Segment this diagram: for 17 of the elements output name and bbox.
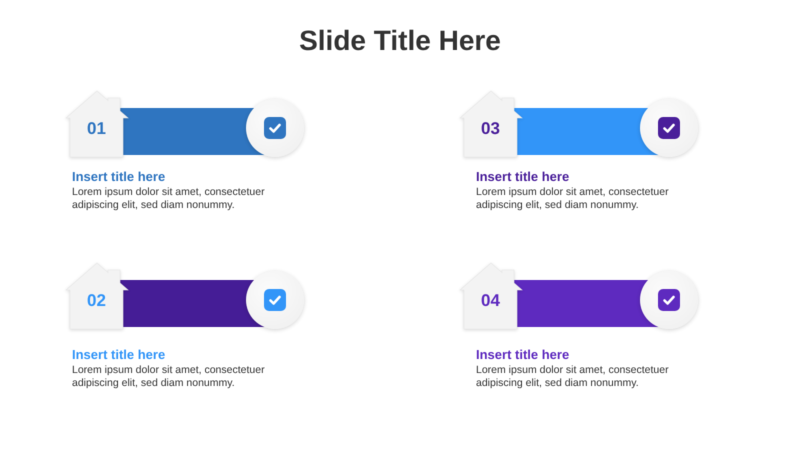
- slide-title: Slide Title Here: [298, 24, 502, 58]
- house-shape: [460, 91, 523, 158]
- item-title: Insert title here: [476, 169, 570, 185]
- item-description: Lorem ipsum dolor sit amet, consectetuer adipiscing elit, sed diam nonummy.: [476, 364, 670, 390]
- step-number: 01: [86, 119, 107, 139]
- house-shape: [66, 91, 129, 158]
- item-title: Insert title here: [72, 169, 166, 185]
- house-shape: [460, 263, 523, 330]
- step-number: 03: [480, 119, 501, 139]
- step-number: 02: [86, 291, 107, 311]
- item-description: Lorem ipsum dolor sit amet, consectetuer adipiscing elit, sed diam nonummy.: [72, 364, 266, 390]
- item-description: Lorem ipsum dolor sit amet, consectetuer adipiscing elit, sed diam nonummy.: [72, 186, 266, 212]
- item-title: Insert title here: [72, 347, 166, 363]
- step-number: 04: [480, 291, 501, 311]
- house-shape: [66, 263, 129, 330]
- item-title: Insert title here: [476, 347, 570, 363]
- item-description: Lorem ipsum dolor sit amet, consectetuer adipiscing elit, sed diam nonummy.: [476, 186, 670, 212]
